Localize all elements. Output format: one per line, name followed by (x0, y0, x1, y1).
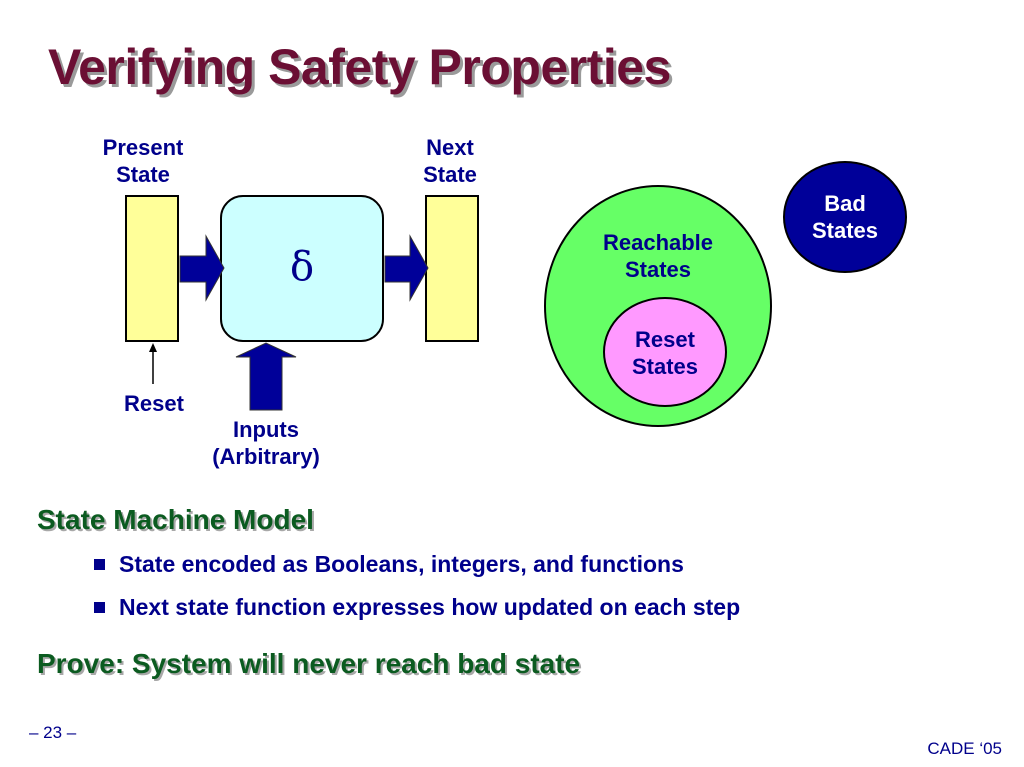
reset-arrow-head (149, 343, 157, 352)
inputs-label: Inputs (Arbitrary) (212, 417, 320, 469)
bullet-square-icon (94, 602, 105, 613)
present-to-delta-arrow (179, 234, 225, 302)
bullet-item: State encoded as Booleans, integers, and… (94, 551, 684, 578)
bad-states-circle (783, 161, 907, 273)
present-state-label: Present State (102, 135, 184, 187)
slide-title: Verifying Safety Properties (48, 39, 671, 95)
delta-symbol: δ (289, 244, 315, 290)
reset-states-label: Reset States (631, 327, 699, 379)
next-state-register (425, 195, 479, 342)
heading-state-machine-model: State Machine Model (37, 504, 314, 535)
footer-conference: CADE ‘05 (927, 739, 1002, 758)
reset-states-circle (603, 297, 727, 407)
reachable-states-label: Reachable States (602, 230, 714, 282)
reset-label: Reset (124, 391, 184, 416)
bullet-item: Next state function expresses how update… (94, 594, 740, 621)
page-number: – 23 – (29, 723, 77, 742)
present-state-register (125, 195, 179, 342)
bullet-square-icon (94, 559, 105, 570)
delta-to-next-arrow (384, 234, 429, 302)
inputs-arrow (235, 342, 297, 411)
next-state-label: Next State (423, 135, 477, 187)
heading-prove: Prove: System will never reach bad state (37, 648, 581, 679)
bad-states-label: Bad States (811, 191, 879, 243)
